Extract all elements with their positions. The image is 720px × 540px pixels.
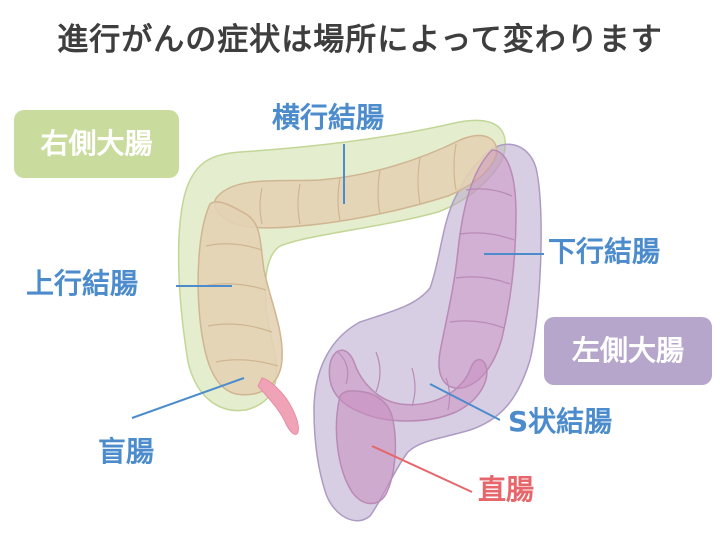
label-rectum: 直腸 (478, 473, 535, 506)
right-colon-badge: 右側大腸 (14, 110, 179, 178)
left-colon-badge: 左側大腸 (544, 317, 712, 385)
label-transverse-colon: 横行結腸 (272, 101, 385, 134)
leader-cecum (131, 377, 245, 419)
label-sigmoid-colon: S状結腸 (508, 405, 613, 438)
label-ascending-colon: 上行結腸 (26, 267, 139, 300)
label-cecum: 盲腸 (98, 435, 155, 468)
page-title: 進行がんの症状は場所によって変わります (57, 22, 663, 58)
leader-sigmoid (429, 383, 501, 421)
appendix (257, 377, 299, 435)
label-descending-colon: 下行結腸 (548, 235, 661, 268)
rectum (335, 390, 397, 505)
leader-rectum (371, 445, 473, 493)
